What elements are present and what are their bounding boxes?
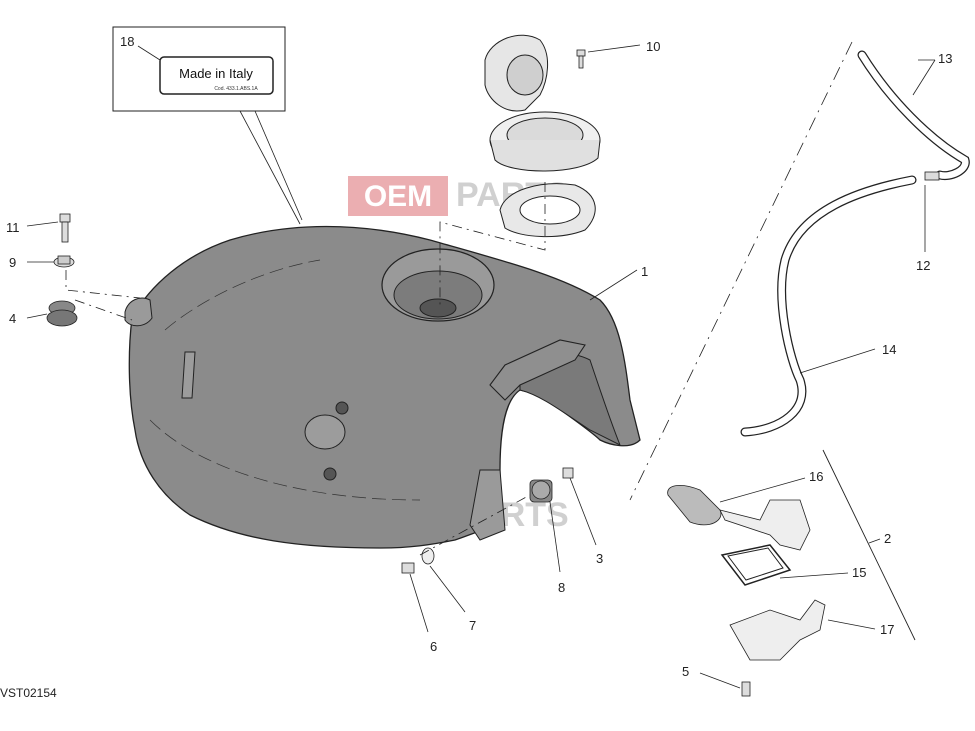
callout-8: 8 bbox=[558, 580, 565, 595]
callout-4: 4 bbox=[9, 311, 16, 326]
callout-11: 11 bbox=[6, 220, 20, 235]
callout-15: 15 bbox=[852, 565, 866, 580]
callout-17: 17 bbox=[880, 622, 894, 637]
callout-labels: 1 2 3 4 5 6 7 8 9 10 11 12 13 14 15 16 1… bbox=[6, 39, 952, 679]
label-subtext: Cod. 433.1.ABS.1A bbox=[214, 86, 258, 92]
watermark-oem: OEM bbox=[364, 180, 432, 213]
callout-14: 14 bbox=[882, 342, 896, 357]
callout-1: 1 bbox=[641, 264, 648, 279]
made-in-italy-label-box: Made in Italy Cod. 433.1.ABS.1A 18 bbox=[112, 26, 303, 225]
callout-6: 6 bbox=[430, 639, 437, 654]
drawing-code: VST02154 bbox=[0, 686, 57, 700]
callout-12: 12 bbox=[916, 258, 930, 273]
fuel-tank bbox=[124, 225, 641, 549]
fasteners-left bbox=[26, 213, 141, 327]
callout-7: 7 bbox=[469, 618, 476, 633]
callout-2: 2 bbox=[884, 531, 891, 546]
callout-9: 9 bbox=[9, 255, 16, 270]
fuel-sender-assembly bbox=[667, 449, 916, 697]
vent-hoses bbox=[629, 41, 970, 501]
rear-mount-hardware bbox=[401, 467, 597, 633]
callout-18: 18 bbox=[120, 34, 134, 49]
callout-10: 10 bbox=[646, 39, 660, 54]
label-text: Made in Italy bbox=[179, 66, 253, 81]
filler-cap-assembly bbox=[439, 34, 601, 305]
callout-5: 5 bbox=[682, 664, 689, 679]
callout-16: 16 bbox=[809, 469, 823, 484]
callout-13: 13 bbox=[938, 51, 952, 66]
callout-3: 3 bbox=[596, 551, 603, 566]
screw-10 bbox=[576, 44, 641, 69]
